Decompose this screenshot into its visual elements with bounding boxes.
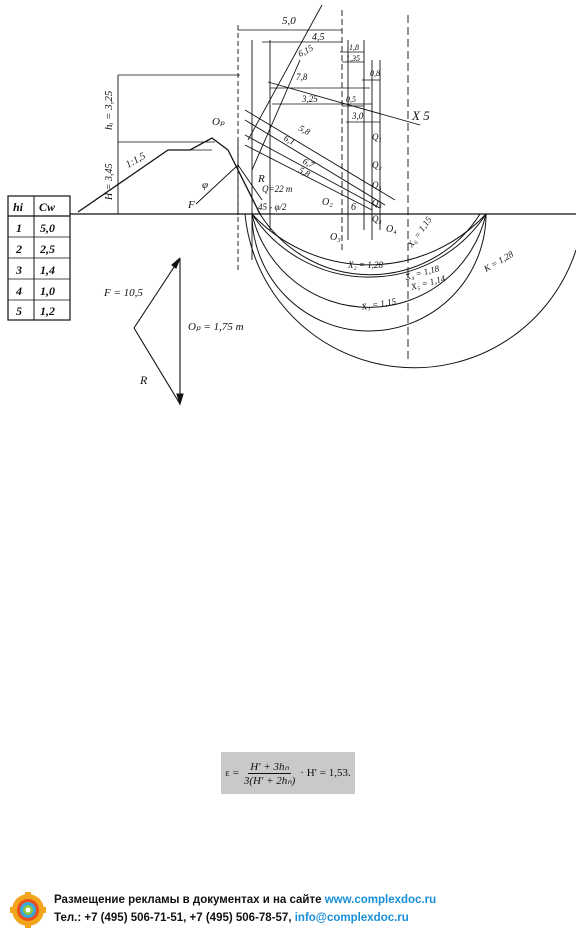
six-label: 6	[351, 202, 356, 213]
dim-5-8b: 5,8	[297, 165, 312, 179]
R-label: R	[257, 173, 265, 185]
force-F-label: F = 10,5	[103, 287, 143, 299]
hi-label: hᵢ = 3,25	[103, 90, 115, 130]
table-cell: 1,4	[40, 263, 55, 277]
force-polygon	[133, 257, 184, 406]
footer-line-1: Размещение рекламы в документах и на сай…	[54, 894, 436, 906]
Q1-label: Q₁	[372, 132, 382, 142]
formula-lhs: ε =	[225, 767, 239, 779]
dim-5-8: 5,8	[297, 123, 312, 137]
footer-phone-text: Тел.: +7 (495) 506-71-51, +7 (495) 506-7…	[54, 912, 295, 924]
formula-rhs: · H′ = 1,53.	[300, 767, 351, 779]
dim-6-1: 6,1	[282, 133, 297, 147]
force-R-label: R	[139, 373, 148, 387]
table-cell: 1,0	[40, 284, 55, 298]
table-cell: 1	[16, 221, 22, 235]
dim-1-35: 1,35	[346, 54, 360, 63]
H-label: H = 3,45	[104, 164, 115, 201]
dim-5-0: 5,0	[282, 15, 296, 27]
table-cell: 4	[15, 284, 22, 298]
dim-3-0: 3,0	[351, 111, 364, 121]
O3-label: O₃	[330, 232, 341, 243]
force-arrows	[195, 140, 263, 215]
table-header-cw: Cw	[39, 200, 56, 214]
table-cell: 2,5	[39, 242, 55, 256]
K-label: K = 1,28	[481, 249, 515, 275]
slice-lines	[244, 4, 421, 211]
dim-0-5: 0,5	[346, 95, 356, 104]
Op-label: Oₚ	[212, 116, 225, 128]
Q3-label: Q₃	[372, 198, 382, 208]
table-header-hi: hi	[13, 200, 24, 214]
footer-email-link[interactable]: info@complexdoc.ru	[294, 912, 409, 924]
table-cell: 5,0	[40, 221, 55, 235]
table-cell: 2	[15, 242, 22, 256]
phi-label: φ	[202, 179, 208, 191]
dim-6-15: 6,15	[296, 42, 315, 58]
dim-6-7: 6,7	[301, 156, 316, 170]
F-label: F	[187, 199, 195, 211]
angle-label: 45 - φ/2	[258, 202, 287, 212]
slip-circles	[244, 213, 576, 369]
Q22-label: Q=22 т	[262, 184, 293, 194]
table-cell: 3	[15, 263, 22, 277]
dim-3-25: 3,25	[301, 94, 318, 104]
formula-denominator: 3(H′ + 2hₙ)	[243, 774, 296, 787]
formula-numerator: H′ + 3hₙ	[248, 760, 291, 774]
footer-line-2: Тел.: +7 (495) 506-71-51, +7 (495) 506-7…	[54, 912, 409, 924]
O2-label: O₂	[322, 197, 333, 208]
O4-label: O₄	[386, 224, 397, 235]
slope-label: 1:1,5	[124, 151, 148, 171]
dim-4-5: 4,5	[312, 32, 325, 43]
table-cell: 5	[16, 304, 22, 318]
embankment-profile	[77, 137, 261, 215]
complexdoc-logo-icon	[10, 892, 46, 928]
epsilon-formula: ε = H′ + 3hₙ 3(H′ + 2hₙ) · H′ = 1,53.	[221, 752, 355, 794]
Q2-label: Q₂	[372, 160, 382, 170]
Q4-label: Q₄	[372, 214, 382, 224]
dim-7-8: 7,8	[296, 72, 308, 82]
dim-0-8: 0,8	[370, 69, 380, 78]
footer: Размещение рекламы в документах и на сай…	[10, 890, 570, 930]
Q5-label: Q₅	[372, 180, 382, 190]
X2-label: X₂ = 1,28	[347, 260, 383, 270]
force-Op-label: Oₚ = 1,75 т	[188, 321, 244, 333]
X6-label: X₆ = 1,15	[405, 214, 434, 250]
formula-fraction: H′ + 3hₙ 3(H′ + 2hₙ)	[242, 760, 297, 787]
footer-site-link[interactable]: www.complexdoc.ru	[324, 894, 437, 906]
table-cell: 1,2	[40, 304, 55, 318]
X3-label: X₃ = 1,15	[360, 296, 398, 312]
dim-1-8: 1,8	[349, 43, 359, 52]
X5-label: X 5	[411, 108, 430, 123]
footer-ad-text: Размещение рекламы в документах и на сай…	[54, 894, 325, 906]
engineering-diagram: hᵢ = 3,25 H = 3,45 1:1,5 5,0 4,5 6,15 1,…	[7, 4, 576, 406]
coefficient-table: hi Cw 1 5,0 2 2,5 3 1,4 4 1,0 5 1,2	[7, 195, 71, 321]
